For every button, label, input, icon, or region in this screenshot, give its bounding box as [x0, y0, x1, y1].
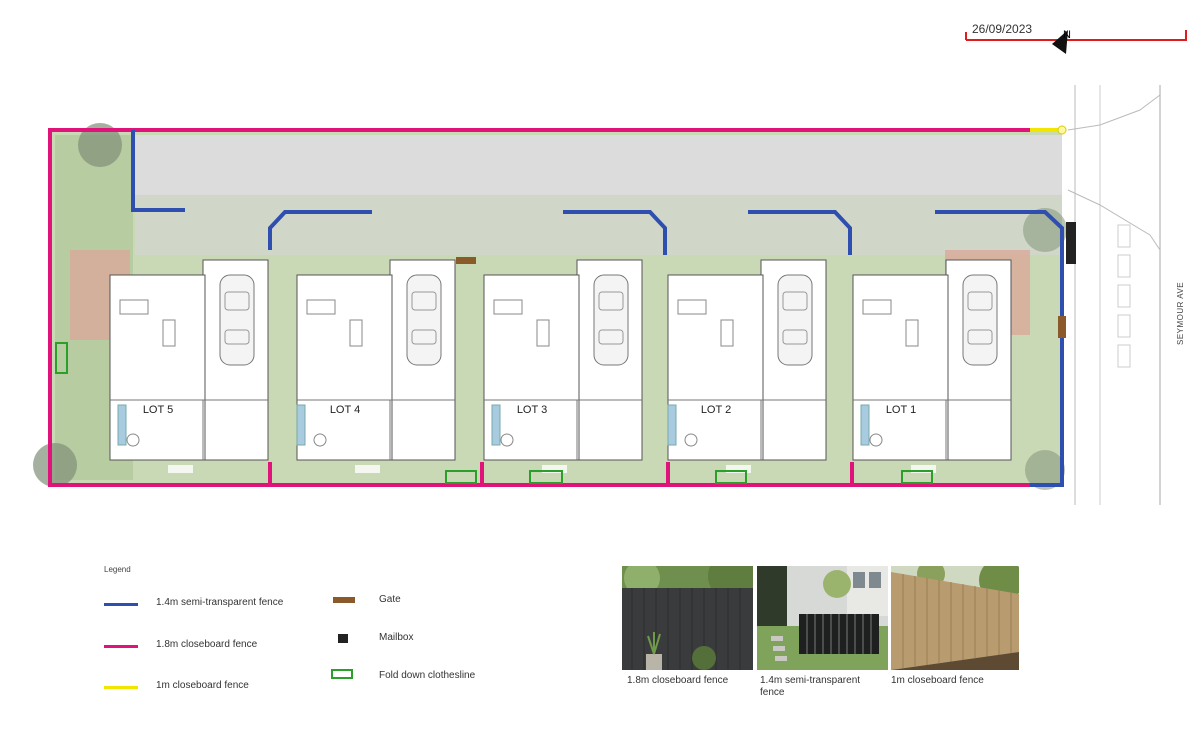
legend-swatch-gate	[333, 597, 355, 603]
lot-2-dwelling: LOT 2	[667, 259, 827, 473]
photo-caption-dark-fence: 1.8m closeboard fence	[627, 675, 729, 686]
photo-caption-timber-fence: 1m closeboard fence	[891, 675, 984, 686]
lot-label: LOT 2	[701, 404, 731, 416]
legend-label-closeboard-1-8m: 1.8m closeboard fence	[156, 639, 258, 650]
lot-3-dwelling: LOT 3	[483, 259, 643, 473]
lot-label: LOT 1	[886, 404, 916, 416]
plan-date: 26/09/2023	[972, 22, 1033, 36]
legend-title: Legend	[104, 565, 131, 574]
tree-icon	[1023, 208, 1067, 252]
semi-transparent-fence	[131, 130, 1064, 487]
legend-label-gate: Gate	[379, 594, 401, 605]
legend-label-semi-transparent: 1.4m semi-transparent fence	[156, 597, 284, 608]
tree-icon	[78, 123, 122, 167]
north-label: N	[1063, 29, 1071, 41]
lot-label: LOT 5	[143, 404, 173, 416]
street-name: SEYMOUR AVE	[1176, 282, 1185, 345]
lot-4-dwelling: LOT 4	[296, 259, 456, 473]
lot-1-dwelling: LOT 1	[852, 259, 1012, 473]
lot-5-dwelling: LOT 5	[109, 259, 269, 473]
legend-label-closeboard-1m: 1m closeboard fence	[156, 680, 249, 691]
tree-icon	[33, 443, 77, 487]
timber-fence-photo	[891, 566, 1019, 670]
dwellings: LOT 5 LOT 4 LOT 3 LOT 2 LOT 1	[109, 259, 1012, 473]
closeboard-fence-1-8m	[48, 128, 1030, 487]
legend-swatch-clothesline	[331, 669, 353, 679]
slatted-gate-photo	[757, 566, 888, 670]
gate-lot1	[1058, 316, 1066, 338]
legend-swatch-mailbox	[338, 634, 348, 643]
legend-swatch-closeboard-1-8m	[104, 645, 138, 648]
legend-label-clothesline: Fold down clothesline	[379, 670, 476, 681]
mailbox	[1066, 222, 1076, 264]
shared-driveway	[135, 135, 1062, 195]
lot-label: LOT 3	[517, 404, 547, 416]
street: SEYMOUR AVE	[1067, 85, 1185, 505]
legend-label-mailbox: Mailbox	[379, 632, 414, 643]
photo-caption-slatted-gate: 1.4m semi-transparent fence	[760, 675, 861, 698]
dark-fence-photo	[622, 566, 753, 670]
clotheslines	[55, 342, 933, 484]
tree-icon	[1025, 450, 1065, 490]
gate-lot4	[456, 257, 476, 264]
north-arrow-icon: N	[1052, 29, 1071, 54]
legend-swatch-semi-transparent	[104, 603, 138, 606]
legend-swatch-closeboard-1m	[104, 686, 138, 689]
site-plan: SEYMOUR AVE LOT 5 LOT 4 LOT 3 LOT 2 LOT 1	[33, 85, 1185, 505]
scale-bar	[965, 30, 1187, 41]
lot-label: LOT 4	[330, 404, 360, 416]
